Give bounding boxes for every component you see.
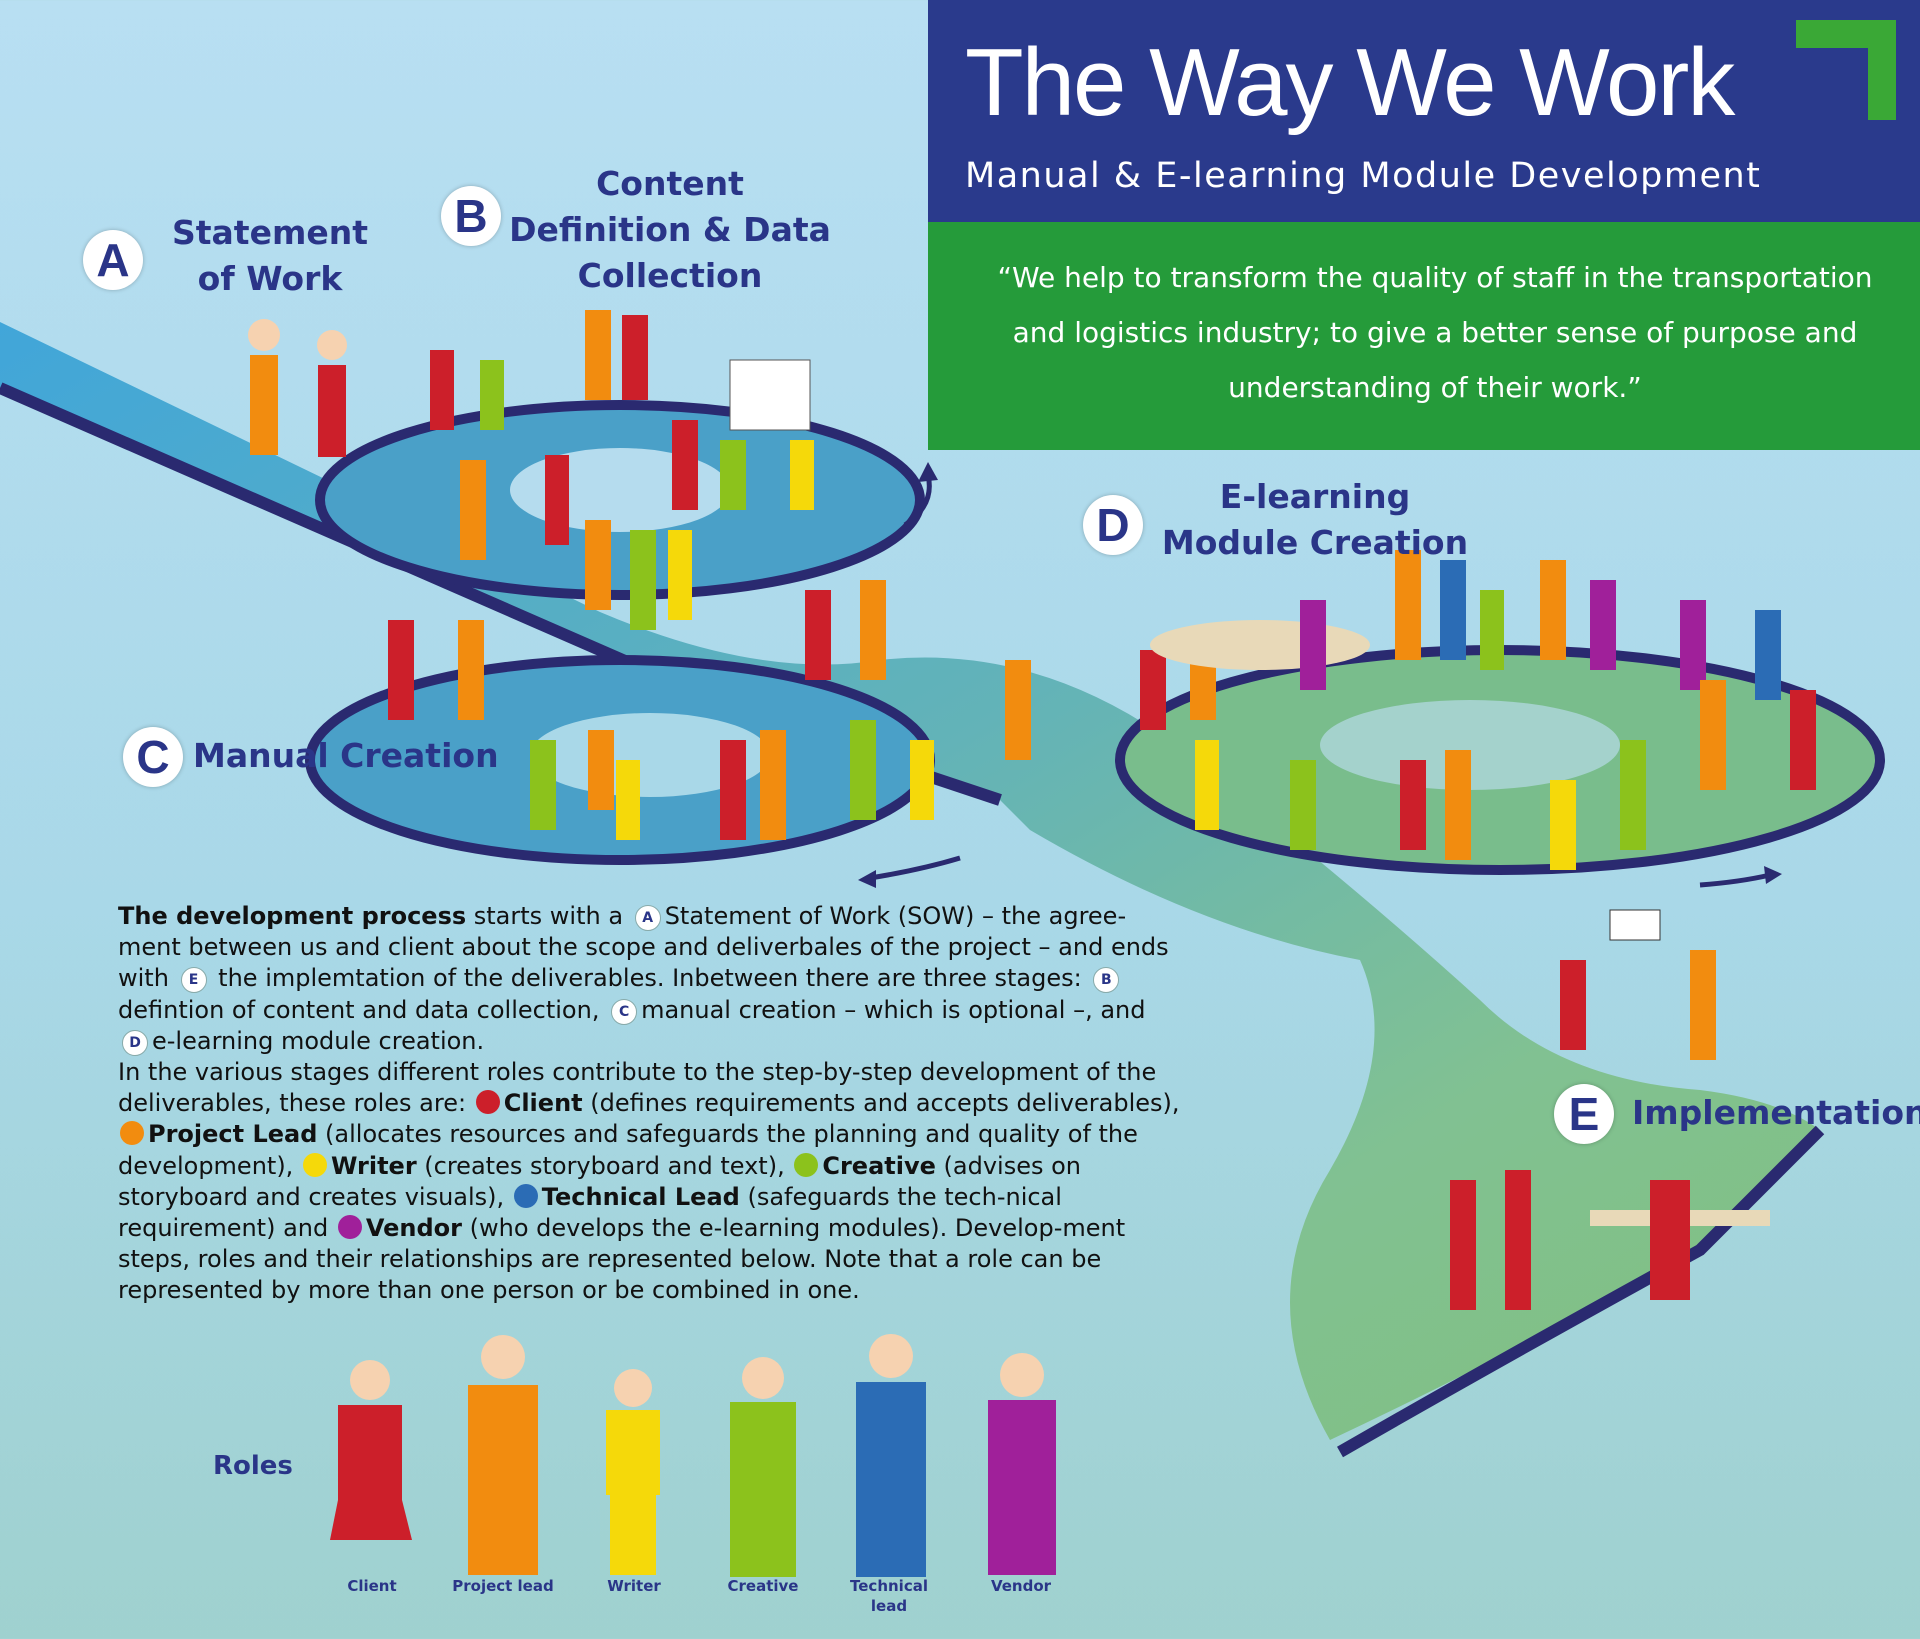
role-label-writer: Writer [607, 1577, 661, 1595]
creative-color-dot [794, 1152, 819, 1177]
page-title: The Way We Work [965, 29, 1735, 136]
client-color-dot [475, 1090, 500, 1115]
role-figures [330, 1334, 1056, 1577]
people-group-c [388, 580, 1031, 840]
role-figure-writer [606, 1369, 660, 1575]
role-figure-creative [730, 1357, 796, 1577]
desc-lead: The development process [118, 902, 467, 930]
role-label-vendor: Vendor [990, 1577, 1052, 1595]
role-label-technical-lead: Technical lead [850, 1577, 928, 1615]
people-group-a [248, 319, 347, 457]
stage-a-label: Statement of Work [171, 213, 368, 298]
people-group-b [430, 310, 814, 630]
inline-badge-d: D [122, 1029, 148, 1056]
role-label-project-lead: Project lead [452, 1577, 554, 1595]
header-banner [928, 0, 1920, 222]
stage-c-label: Manual Creation [193, 736, 499, 775]
stage-d-label: E-learning Module Creation [1161, 477, 1469, 562]
writer-color-dot [302, 1152, 327, 1177]
role-figure-vendor [988, 1353, 1056, 1575]
role-label-client: Client [347, 1577, 397, 1595]
people-group-d [1140, 550, 1816, 870]
stage-e-badge: E [1554, 1084, 1614, 1144]
stage-c-badge: C [123, 727, 183, 787]
inline-badge-e: E [180, 967, 207, 994]
arrow-d-out [1699, 872, 1771, 888]
roles-title: Roles [213, 1451, 293, 1481]
stage-b-label: Content Definition & Data Collection [509, 164, 831, 295]
inline-badge-c: C [611, 998, 638, 1025]
inline-badge-b: B [1093, 967, 1120, 994]
vendor-color-dot [337, 1215, 362, 1240]
corner-bracket-logo [1796, 20, 1896, 120]
stage-e-label: Implementation [1632, 1093, 1920, 1132]
stage-b-badge: B [441, 186, 501, 246]
role-figure-technical-lead [856, 1334, 926, 1577]
stage-a-badge: A [83, 230, 143, 290]
role-figure-client [330, 1360, 412, 1540]
role-figure-project-lead [468, 1335, 538, 1575]
technical-lead-color-dot [513, 1183, 538, 1208]
mission-quote: “We help to transform the quality of sta… [997, 261, 1873, 404]
road-main [0, 322, 1820, 1440]
role-label-creative: Creative [727, 1577, 799, 1595]
arrow-c-back [869, 855, 961, 881]
stage-d-badge: D [1083, 495, 1143, 555]
page-subtitle: Manual & E-learning Module Development [965, 156, 1762, 196]
quote-box [928, 222, 1920, 450]
project-lead-color-dot [120, 1121, 144, 1146]
people-group-e [1450, 909, 1770, 1310]
inline-badge-a: A [634, 905, 661, 931]
